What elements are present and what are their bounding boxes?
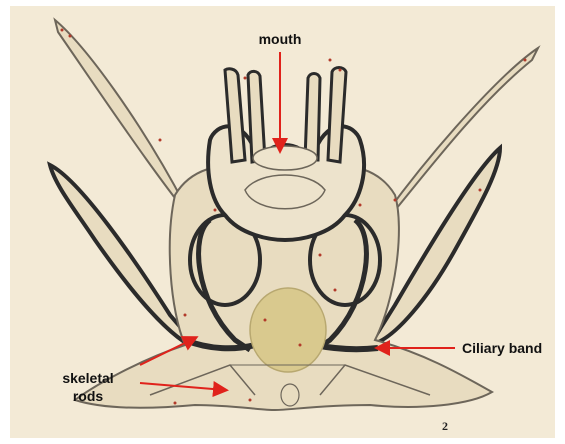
mouth-label: mouth [259, 31, 302, 47]
mouth-opening [253, 146, 317, 170]
ciliary-band-label: Ciliary band [462, 340, 542, 356]
figure-number: 2 [442, 419, 448, 433]
anterior-arm-3 [305, 74, 320, 161]
stomach [250, 288, 326, 372]
skeletal-rods-label-line1: skeletal [62, 370, 113, 386]
skeletal-rods-label-line2: rods [73, 388, 104, 404]
